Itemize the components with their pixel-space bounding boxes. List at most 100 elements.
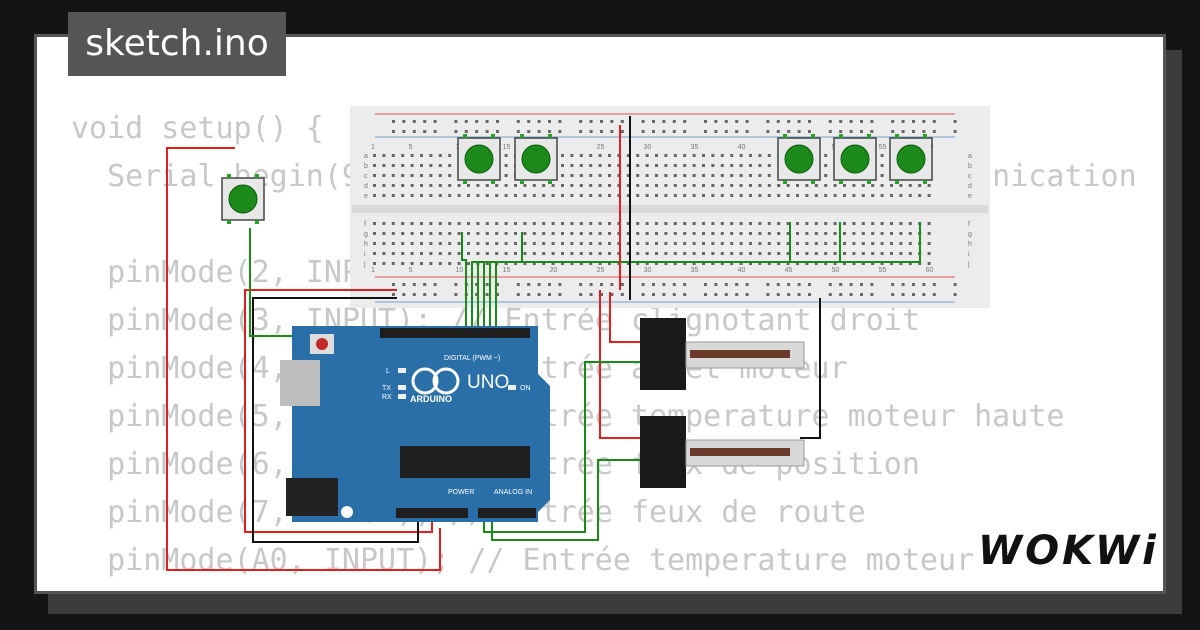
breadboard-hole: [558, 130, 562, 133]
push-button-pin: [923, 180, 927, 184]
breadboard-hole: [485, 242, 489, 245]
breadboard-hole: [391, 242, 395, 245]
breadboard-hole: [402, 120, 406, 123]
breadboard-hole: [401, 184, 405, 187]
breadboard-hole: [758, 252, 762, 255]
breadboard-hole: [776, 120, 780, 123]
push-button-5[interactable]: [889, 134, 933, 184]
breadboard-hole: [373, 174, 376, 177]
breadboard-hole: [767, 232, 771, 235]
breadboard-hole: [730, 242, 734, 245]
breadboard-hole: [504, 242, 508, 245]
breadboard-hole: [908, 184, 912, 187]
breadboard-hole: [617, 184, 621, 187]
breadboard-hole: [870, 293, 874, 296]
push-button-pin: [895, 134, 899, 138]
breadboard-hole: [849, 293, 853, 296]
breadboard-hole: [758, 242, 762, 245]
breadboard-hole: [551, 184, 555, 187]
breadboard-hole: [645, 174, 649, 177]
breadboard-hole: [401, 154, 405, 157]
breadboard-hole: [720, 252, 724, 255]
breadboard-hole: [561, 262, 564, 265]
breadboard-hole: [579, 232, 583, 235]
breadboard-hole: [608, 242, 611, 245]
breadboard-hole: [655, 154, 658, 157]
breadboard-hole: [899, 222, 903, 225]
breadboard-hole: [457, 252, 461, 255]
breadboard-hole: [852, 184, 856, 187]
breadboard-hole: [438, 242, 442, 245]
breadboard-hole: [861, 242, 865, 245]
breadboard-hole: [600, 283, 603, 286]
breadboard-hole: [548, 293, 551, 296]
breadboard-hole: [548, 130, 551, 133]
breadboard-hole: [620, 130, 624, 133]
breadboard-hole: [548, 120, 551, 123]
breadboard-hole: [953, 293, 957, 296]
breadboard-hole: [636, 222, 640, 225]
breadboard-hole: [401, 242, 405, 245]
push-button-4[interactable]: [833, 134, 877, 184]
breadboard-hole: [767, 242, 771, 245]
breadboard-hole: [402, 130, 406, 133]
breadboard-hole: [787, 130, 791, 133]
breadboard-hole: [704, 293, 707, 296]
breadboard-hole: [401, 232, 405, 235]
breadboard-hole: [796, 222, 799, 225]
uno-label: UNO: [467, 372, 509, 393]
breadboard-hole: [766, 120, 770, 123]
breadboard-hole: [880, 154, 884, 157]
breadboard-hole: [758, 222, 762, 225]
breadboard-hole: [787, 293, 791, 296]
push-button-standalone[interactable]: [221, 174, 265, 224]
breadboard-hole: [610, 130, 614, 133]
breadboard-hole: [711, 154, 715, 157]
breadboard-hole: [579, 242, 583, 245]
breadboard-hole: [927, 184, 931, 187]
file-tab[interactable]: sketch.ino: [68, 12, 286, 76]
breadboard-hole: [673, 252, 677, 255]
row-letter: f: [968, 221, 970, 228]
breadboard-hole: [485, 130, 489, 133]
breadboard-hole: [735, 283, 739, 286]
breadboard-hole: [579, 174, 583, 177]
breadboard-hole: [860, 293, 863, 296]
breadboard-hole: [749, 194, 752, 197]
breadboard-hole: [504, 184, 508, 187]
breadboard-hole: [652, 293, 655, 296]
breadboard-hole: [542, 262, 546, 265]
breadboard-hole: [890, 242, 893, 245]
breadboard-hole: [561, 194, 564, 197]
breadboard-hole: [485, 184, 489, 187]
breadboard-hole: [692, 262, 696, 265]
push-button-2[interactable]: [514, 134, 558, 184]
breadboard-hole: [814, 252, 818, 255]
potentiometer-1[interactable]: [640, 318, 805, 390]
row-letter: j: [967, 261, 970, 268]
breadboard-hole: [485, 262, 489, 265]
breadboard-hole: [730, 154, 734, 157]
push-button-3[interactable]: [777, 134, 821, 184]
breadboard-hole: [849, 120, 853, 123]
column-number: 20: [550, 267, 558, 274]
breadboard-hole: [786, 262, 790, 265]
breadboard-hole: [373, 232, 376, 235]
push-button-1[interactable]: [457, 134, 501, 184]
row-letter: b: [364, 163, 368, 170]
breadboard-hole: [570, 242, 574, 245]
breadboard-hole: [739, 164, 743, 167]
potentiometer-2[interactable]: [640, 416, 805, 488]
reset-button[interactable]: [316, 338, 328, 350]
column-number: 1: [371, 267, 375, 274]
on-led: [508, 385, 516, 390]
push-button-pin: [491, 180, 495, 184]
breadboard-hole: [373, 184, 376, 187]
breadboard-hole: [673, 154, 677, 157]
breadboard-hole: [504, 262, 508, 265]
breadboard-hole: [514, 252, 517, 255]
breadboard-hole: [655, 184, 658, 187]
row-letter: h: [968, 241, 972, 248]
breadboard-hole: [672, 130, 676, 133]
breadboard-hole: [714, 120, 718, 123]
